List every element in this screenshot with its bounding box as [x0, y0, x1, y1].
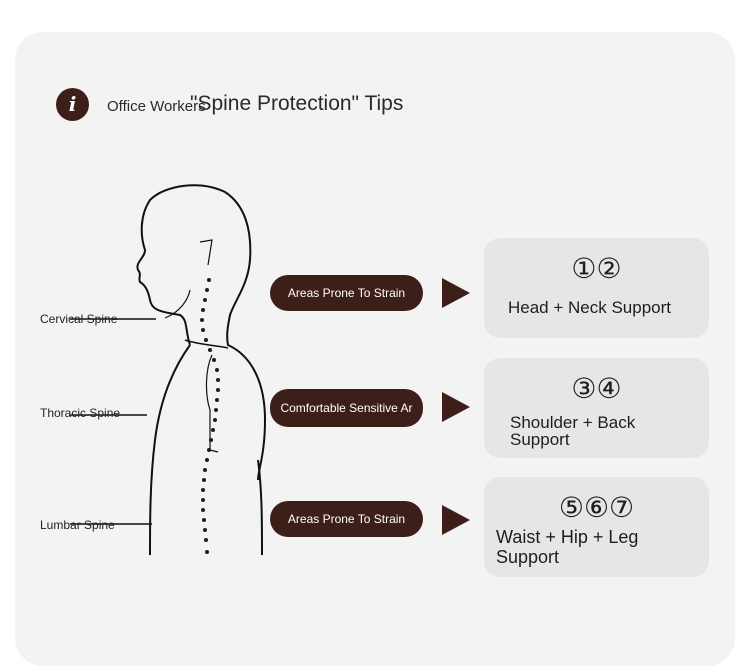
box-label: Head + Neck Support	[508, 298, 672, 317]
comfort-area-pill: Comfortable Sensitive Ar	[270, 389, 423, 427]
arrow-right-icon	[442, 505, 470, 535]
page-title: "Spine Protection" Tips	[190, 92, 404, 115]
box-label: Waist + Hip + Leg Support	[496, 527, 639, 567]
shoulder-back-box: ③④ Shoulder + Back Support	[484, 358, 709, 458]
spine-dots	[200, 278, 220, 554]
box-numbers: ③④	[571, 372, 622, 405]
box-label: Shoulder + Back Support	[510, 413, 636, 449]
box-numbers: ⑤⑥⑦	[558, 491, 635, 524]
info-icon: i	[56, 88, 89, 121]
strain-area-pill: Areas Prone To Strain	[270, 501, 423, 537]
cervical-spine-label: Cervical Spine	[40, 312, 118, 326]
box-numbers: ①②	[571, 252, 622, 285]
strain-area-pill: Areas Prone To Strain	[270, 275, 423, 311]
thoracic-spine-label: Thoracic Spine	[40, 406, 121, 420]
subtitle: Office Workers	[107, 98, 206, 115]
waist-hip-leg-box: ⑤⑥⑦ Waist + Hip + Leg Support	[484, 477, 709, 577]
head-neck-box: ①② Head + Neck Support	[484, 238, 709, 338]
arrow-right-icon	[442, 278, 470, 308]
lumbar-spine-label: Lumbar Spine	[40, 518, 115, 532]
arrow-right-icon	[442, 392, 470, 422]
